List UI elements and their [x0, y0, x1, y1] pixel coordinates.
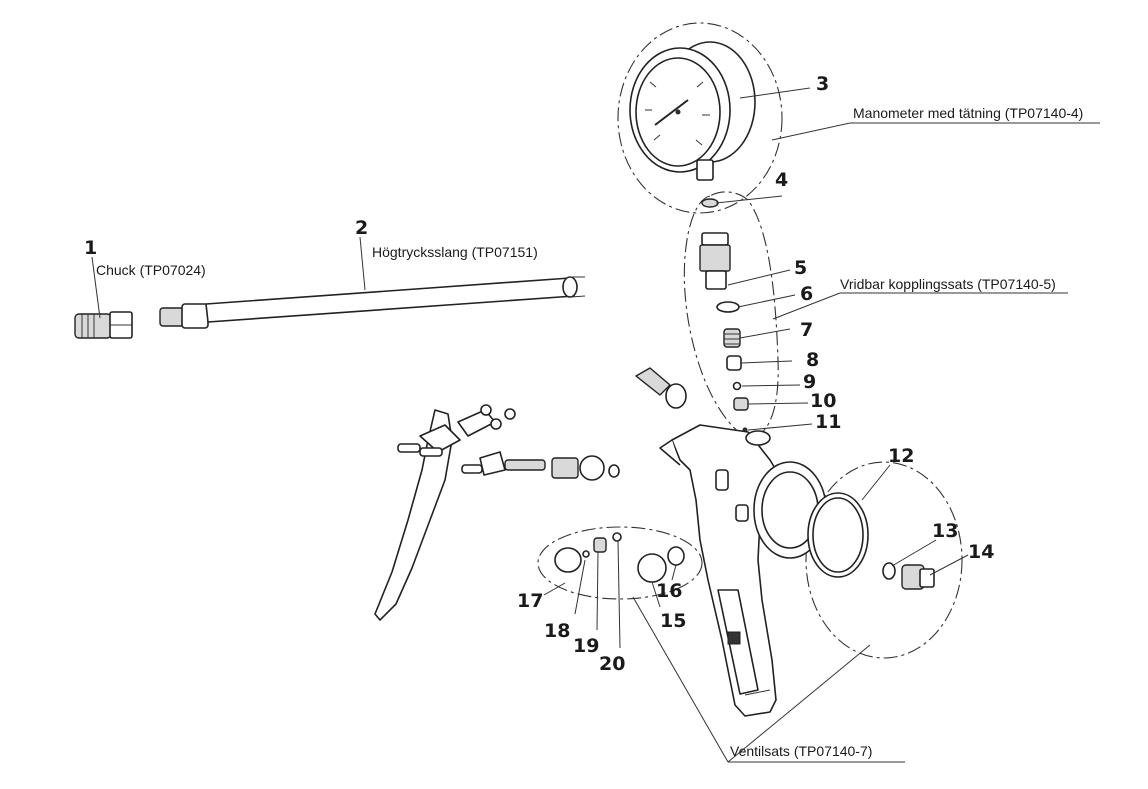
seat-10 [733, 397, 749, 411]
callout-7: 7 [800, 319, 813, 341]
gun-body-part [659, 424, 827, 717]
trigger-lever-part [374, 404, 620, 621]
callout-18: 18 [544, 620, 570, 642]
callout-17: 17 [517, 590, 543, 612]
callout-20: 20 [599, 653, 625, 675]
o-ring-20 [612, 532, 622, 542]
callout-2: 2 [355, 217, 368, 239]
label-hose: Högtrycksslang (TP07151) [372, 244, 538, 260]
coupling-group-outline [683, 191, 779, 439]
callout-11: 11 [815, 411, 841, 433]
washer-6 [716, 301, 740, 313]
label-valve-kit: Ventilsats (TP07140-7) [730, 743, 872, 759]
callout-9: 9 [803, 371, 816, 393]
nozzle-part [635, 367, 687, 409]
coupling-stack-parts [699, 198, 749, 433]
callout-19: 19 [573, 635, 599, 657]
callout-3: 3 [816, 73, 829, 95]
callout-1: 1 [84, 237, 97, 259]
callout-5: 5 [794, 257, 807, 279]
plunger-8 [726, 355, 742, 371]
o-ring-12 [807, 492, 869, 578]
valve-15 [637, 553, 667, 583]
callout-12: 12 [888, 445, 914, 467]
callout-15: 15 [660, 610, 686, 632]
label-chuck: Chuck (TP07024) [96, 262, 206, 278]
cap-17 [554, 547, 582, 573]
end-cap-group-outline [805, 461, 963, 659]
label-gauge: Manometer med tätning (TP07140-4) [853, 105, 1083, 121]
spring-7 [723, 328, 741, 348]
pressure-gauge-part [629, 41, 756, 181]
label-coupling: Vridbar kopplingssats (TP07140-5) [840, 276, 1056, 292]
hose-part [159, 276, 586, 329]
swivel-5 [701, 232, 729, 246]
callout-4: 4 [775, 169, 788, 191]
leader-lines [91, 87, 1100, 763]
callout-14: 14 [968, 541, 994, 563]
valve-group-outline [537, 526, 703, 600]
callout-6: 6 [800, 283, 813, 305]
spring-19 [593, 537, 607, 553]
gauge-group-outline [617, 22, 783, 214]
valve-kit-parts [554, 532, 685, 583]
callout-13: 13 [932, 520, 958, 542]
ball-18 [582, 550, 590, 558]
washer-13 [882, 562, 896, 580]
callout-8: 8 [806, 349, 819, 371]
plug-14 [901, 564, 935, 590]
seal-4 [701, 198, 719, 208]
o-ring-16 [667, 546, 685, 566]
callout-16: 16 [656, 580, 682, 602]
chuck-part [74, 311, 133, 339]
ball-9 [732, 381, 742, 391]
callout-10: 10 [810, 390, 836, 412]
